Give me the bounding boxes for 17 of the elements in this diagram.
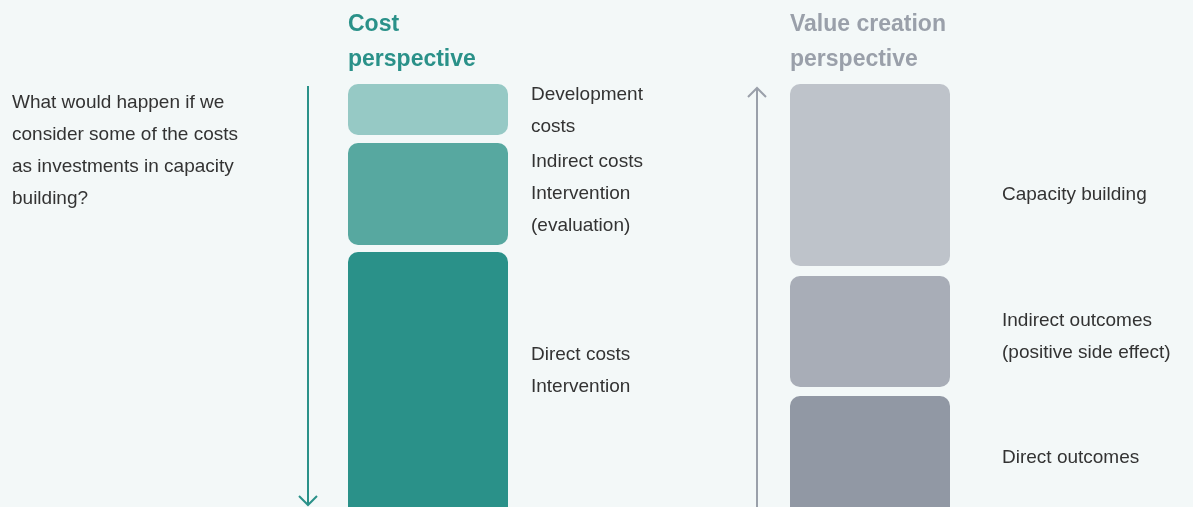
bar-label: Intervention (evaluation) [531, 181, 632, 237]
bar-label: Indirect costs [531, 149, 644, 173]
bar-label: Development costs [531, 82, 644, 138]
bar-segment [790, 84, 950, 266]
bar-label: Capacity building [1002, 182, 1148, 206]
bar-segment [348, 143, 508, 245]
bar-segment [790, 396, 950, 507]
column-heading: Value creation perspective [790, 9, 947, 73]
column-heading: Cost perspective [348, 9, 477, 73]
bar-label: Direct costs [531, 342, 632, 366]
bar-label: Intervention [531, 374, 632, 398]
bar-label: Indirect outcomes (positive side effect) [1002, 308, 1172, 364]
bar-label: Direct outcomes [1002, 445, 1141, 469]
question-text: What would happen if we consider some of the costs as investments in capacity building? [12, 90, 239, 210]
bar-segment [348, 252, 508, 507]
bar-segment [790, 276, 950, 387]
bar-segment [348, 84, 508, 135]
